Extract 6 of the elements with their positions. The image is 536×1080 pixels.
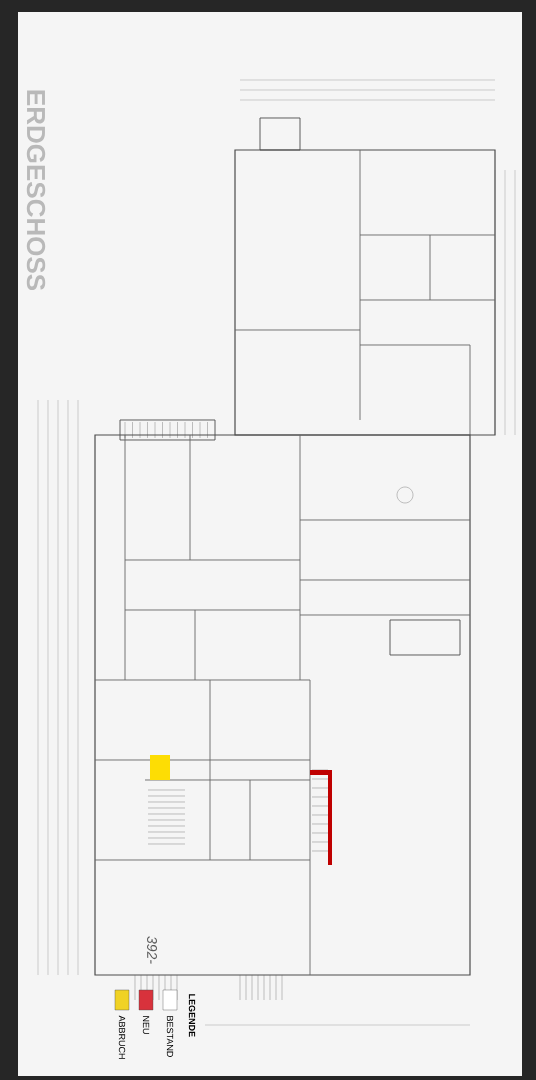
legend-text: ABBRUCH <box>118 1015 126 1059</box>
title: ERDGESCHOSS <box>26 90 46 291</box>
legend-text: NEU <box>142 1016 150 1034</box>
legend-heading: LEGENDE <box>188 994 196 1037</box>
handwritten-note: 392- <box>147 936 157 964</box>
legend-text: BESTAND <box>166 1016 174 1057</box>
